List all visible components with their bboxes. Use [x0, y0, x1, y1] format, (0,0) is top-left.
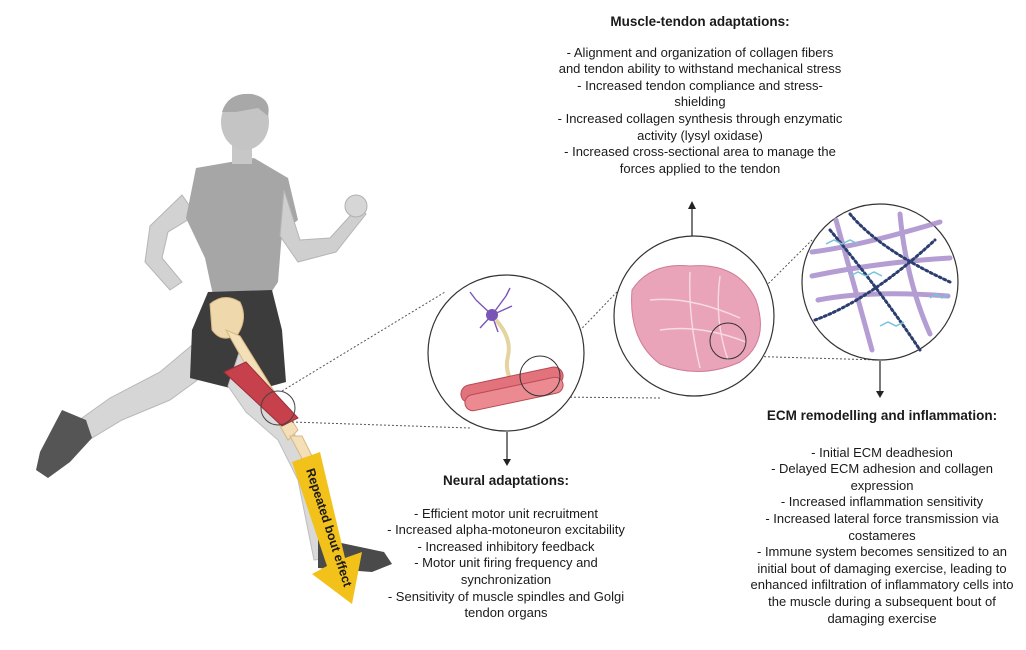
- neuron-circle: [427, 274, 585, 432]
- ecm-item: - Increased inflammation sensitivity: [780, 494, 984, 510]
- muscle-arrow-head: [688, 201, 696, 209]
- proteoglycan-clusters: [825, 239, 949, 327]
- neuron-circle-border: [427, 274, 585, 432]
- ecm-block: ECM remodelling and inflammation: - Init…: [748, 408, 1016, 627]
- connector-tissue-bottom: [739, 355, 881, 361]
- collagen-fibers: [809, 211, 953, 353]
- muscle-tendon-item: - Alignment and organization of collagen…: [558, 44, 842, 77]
- muscle-fibers: [460, 366, 564, 412]
- muscle-tendon-item: - Increased tendon compliance and stress…: [577, 77, 823, 110]
- muscle-tendon-item: - Increased cross-sectional area to mana…: [564, 144, 836, 176]
- ecm-circle: [801, 203, 959, 361]
- neural-title: Neural adaptations:: [442, 473, 570, 488]
- muscle-cross-section: [631, 265, 761, 372]
- neural-item: - Sensitivity of muscle spindles and Gol…: [387, 588, 625, 621]
- muscle-tendon-item: - Increased collagen synthesis through e…: [557, 110, 843, 143]
- thigh-muscle: [223, 361, 299, 427]
- runner-back-arm: [144, 194, 197, 291]
- muscle-tendon-title: Muscle-tendon adaptations:: [610, 14, 790, 29]
- arrow-shape: [292, 452, 362, 604]
- neural-item: - Motor unit firing frequency and synchr…: [414, 555, 598, 587]
- ecm-item: - Initial ECM deadhesion: [811, 444, 953, 460]
- runner-hair: [222, 93, 269, 116]
- connector-knee-bottom: [291, 421, 471, 429]
- runner-figure: [36, 93, 392, 572]
- ecm-arrow-head: [876, 391, 884, 398]
- neural-item: - Increased alpha-motoneuron excitabilit…: [387, 522, 625, 538]
- knee-zoom-circle: [260, 390, 296, 426]
- ecm-item: - Delayed ECM adhesion and collagen expr…: [771, 461, 993, 493]
- neural-item: - Increased inhibitory feedback: [417, 538, 595, 554]
- tissue-circle: [613, 235, 775, 397]
- runner-back-shoe: [36, 410, 92, 478]
- ecm-item: - Increased lateral force transmission v…: [765, 510, 999, 543]
- tissue-zoom-circle: [709, 322, 747, 360]
- ecm-circle-border: [801, 203, 959, 361]
- repeated-bout-arrow: Repeated bout effect: [292, 452, 362, 604]
- neural-item: - Efficient motor unit recruitment: [414, 505, 598, 521]
- pelvis-bone: [209, 297, 244, 339]
- runner-shirt: [186, 158, 298, 300]
- fiber-zoom-circle: [519, 355, 561, 397]
- muscle-tendon-block: Muscle-tendon adaptations: - Alignment a…: [555, 14, 845, 177]
- tissue-fascicles: [649, 271, 747, 369]
- connector-knee-top: [281, 291, 446, 392]
- neuron-soma: [486, 309, 498, 321]
- runner-fist: [344, 194, 368, 218]
- neural-block: Neural adaptations: - Efficient motor un…: [380, 473, 632, 622]
- neural-arrow-head: [503, 459, 511, 466]
- ecm-item: - Immune system becomes sensitized to an…: [750, 544, 1014, 626]
- ecm-title: ECM remodelling and inflammation:: [766, 408, 998, 423]
